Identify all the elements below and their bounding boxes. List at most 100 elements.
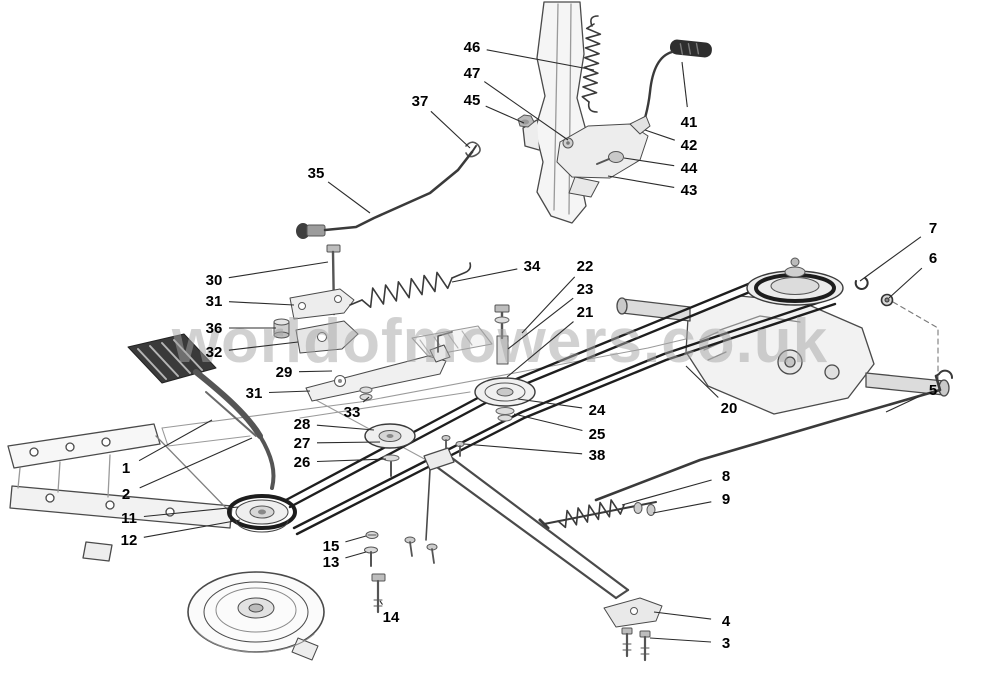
leader-line-25-25 (513, 413, 583, 432)
callout-14-38: 14 (383, 609, 400, 626)
callout-5-23: 5 (929, 382, 937, 399)
callout-41-4: 41 (681, 114, 698, 131)
callout-36-17: 36 (206, 320, 223, 337)
brake-spring (538, 499, 657, 530)
control-rod (296, 145, 477, 239)
callout-9-33: 9 (722, 491, 730, 508)
lock-nut (517, 114, 535, 128)
hanger-rods (423, 447, 630, 600)
callout-28-26: 28 (294, 416, 311, 433)
leader-line-15-36 (345, 535, 367, 543)
transaxle-pulley (746, 257, 844, 306)
callout-46-0: 46 (464, 39, 481, 56)
leader-line-41-4 (681, 61, 688, 108)
callout-38-28: 38 (589, 447, 606, 464)
bracket-screws (621, 627, 651, 662)
leader-line-33-24 (362, 396, 370, 403)
centre-pulley (474, 304, 536, 422)
leader-line-38-28 (463, 443, 583, 455)
leader-line-46-0 (486, 49, 595, 71)
callout-4-39: 4 (722, 613, 731, 630)
pulley-fasteners (854, 277, 894, 307)
leader-line-12-35 (143, 519, 241, 538)
leader-line-45-2 (485, 105, 525, 124)
tension-spring-deck (349, 262, 472, 309)
transaxle (616, 295, 950, 415)
callout-29-19: 29 (276, 364, 293, 381)
callout-11-34: 11 (121, 510, 137, 527)
leader-line-31-20 (268, 390, 311, 394)
callout-15-36: 15 (323, 538, 340, 555)
callout-6-10: 6 (929, 250, 937, 267)
leader-line-8-32 (621, 479, 712, 506)
tension-spring-upper (581, 15, 602, 113)
leader-line-35-8 (327, 181, 371, 214)
lower-belt-pulley (227, 494, 297, 533)
leader-line-13-37 (345, 551, 367, 559)
callout-47-1: 47 (464, 65, 481, 82)
support-bracket (603, 597, 663, 628)
leader-line-21-16 (506, 321, 574, 378)
leader-line-44-6 (623, 157, 675, 167)
leader-line-23-13 (507, 297, 574, 350)
callout-21-16: 21 (577, 304, 594, 321)
callout-34-11: 34 (524, 258, 541, 275)
leader-line-4-39 (653, 611, 712, 620)
leader-line-34-11 (451, 268, 518, 283)
leader-line-20-22 (685, 365, 719, 398)
leader-line-14-38 (379, 600, 383, 605)
leader-line-37-3 (430, 110, 471, 149)
callout-31-20: 31 (246, 385, 263, 402)
callout-32-18: 32 (206, 344, 223, 361)
lever-bracket (556, 115, 651, 198)
callout-45-2: 45 (464, 92, 481, 109)
callout-26-29: 26 (294, 454, 311, 471)
callout-8-32: 8 (722, 468, 730, 485)
callout-27-27: 27 (294, 435, 311, 452)
leader-line-27-27 (316, 441, 381, 444)
leader-line-28-26 (316, 424, 375, 431)
callout-31-15: 31 (206, 293, 223, 310)
mount-bolts (364, 531, 438, 614)
bellcrank-lever (305, 331, 453, 402)
callout-3-40: 3 (722, 635, 730, 652)
callout-1-30: 1 (122, 460, 130, 477)
watermark-text: worldofmowers.co.uk (171, 307, 828, 376)
callout-33-24: 33 (344, 404, 361, 421)
leader-line-31-15 (228, 301, 295, 306)
callout-37-3: 37 (412, 93, 429, 110)
leader-line-6-10 (888, 267, 923, 299)
brake-pedal (127, 333, 276, 490)
leader-line-3-40 (649, 637, 712, 643)
leader-line-32-18 (228, 341, 299, 351)
leader-line-26-29 (316, 458, 387, 463)
callout-30-14: 30 (206, 272, 223, 289)
left-chassis-frame (7, 423, 233, 562)
electric-clutch-assembly (187, 571, 325, 661)
leader-line-7-9 (859, 236, 922, 282)
callout-24-21: 24 (589, 402, 606, 419)
leader-line-47-1 (483, 81, 569, 141)
callout-22-12: 22 (577, 258, 594, 275)
callout-2-31: 2 (122, 486, 130, 503)
leader-line-42-5 (644, 129, 675, 141)
leader-line-11-34 (143, 506, 239, 518)
callout-13-37: 13 (323, 554, 340, 571)
callout-12-35: 12 (121, 532, 138, 549)
leader-line-29-19 (298, 370, 333, 373)
brake-rod (594, 369, 953, 502)
mount-plates (273, 288, 359, 354)
leader-line-22-12 (521, 276, 576, 334)
callout-23-13: 23 (577, 281, 594, 298)
callout-44-6: 44 (681, 160, 698, 177)
leader-line-1-30 (138, 419, 213, 462)
leader-line-24-21 (517, 398, 583, 409)
leader-line-9-33 (652, 501, 712, 514)
callout-43-7: 43 (681, 182, 698, 199)
callout-7-9: 7 (929, 220, 937, 237)
leader-line-30-14 (228, 261, 329, 279)
deck-screws (441, 435, 465, 457)
